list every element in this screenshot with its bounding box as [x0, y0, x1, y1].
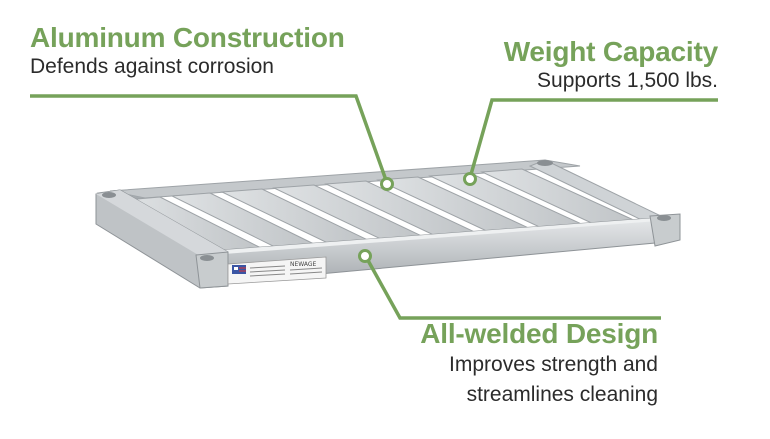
weight-leader-dot: [463, 172, 477, 186]
callout-description: Defends against corrosion: [30, 55, 274, 78]
right-corner-post: [649, 213, 681, 247]
callout-title: Aluminum Construction: [30, 22, 345, 53]
callout-description: Supports 1,500 lbs.: [537, 69, 718, 92]
callout-aluminum-construction: Aluminum Construction Defends against co…: [30, 22, 345, 80]
callout-leader-lines: [30, 94, 718, 320]
callout-description-line-2: streamlines cleaning: [466, 383, 658, 406]
callout-weight-capacity: Weight Capacity Supports 1,500 lbs.: [503, 36, 719, 94]
welded-leader-line: [363, 254, 661, 320]
callout-title: Weight Capacity: [503, 36, 719, 67]
welded-leader-dot: [358, 249, 372, 263]
weight-leader-line: [468, 98, 718, 179]
product-label: NEWAGE: [227, 256, 327, 285]
callout-leader-dots: [358, 172, 477, 263]
callout-title: All-welded Design: [420, 318, 658, 349]
brand-label-text: NEWAGE: [290, 261, 317, 268]
callout-all-welded-design: All-welded Design Improves strength and …: [420, 318, 658, 410]
aluminum-leader-line: [30, 94, 389, 184]
aluminum-leader-dot: [380, 177, 394, 191]
callout-description-line-1: Improves strength and: [449, 353, 658, 376]
